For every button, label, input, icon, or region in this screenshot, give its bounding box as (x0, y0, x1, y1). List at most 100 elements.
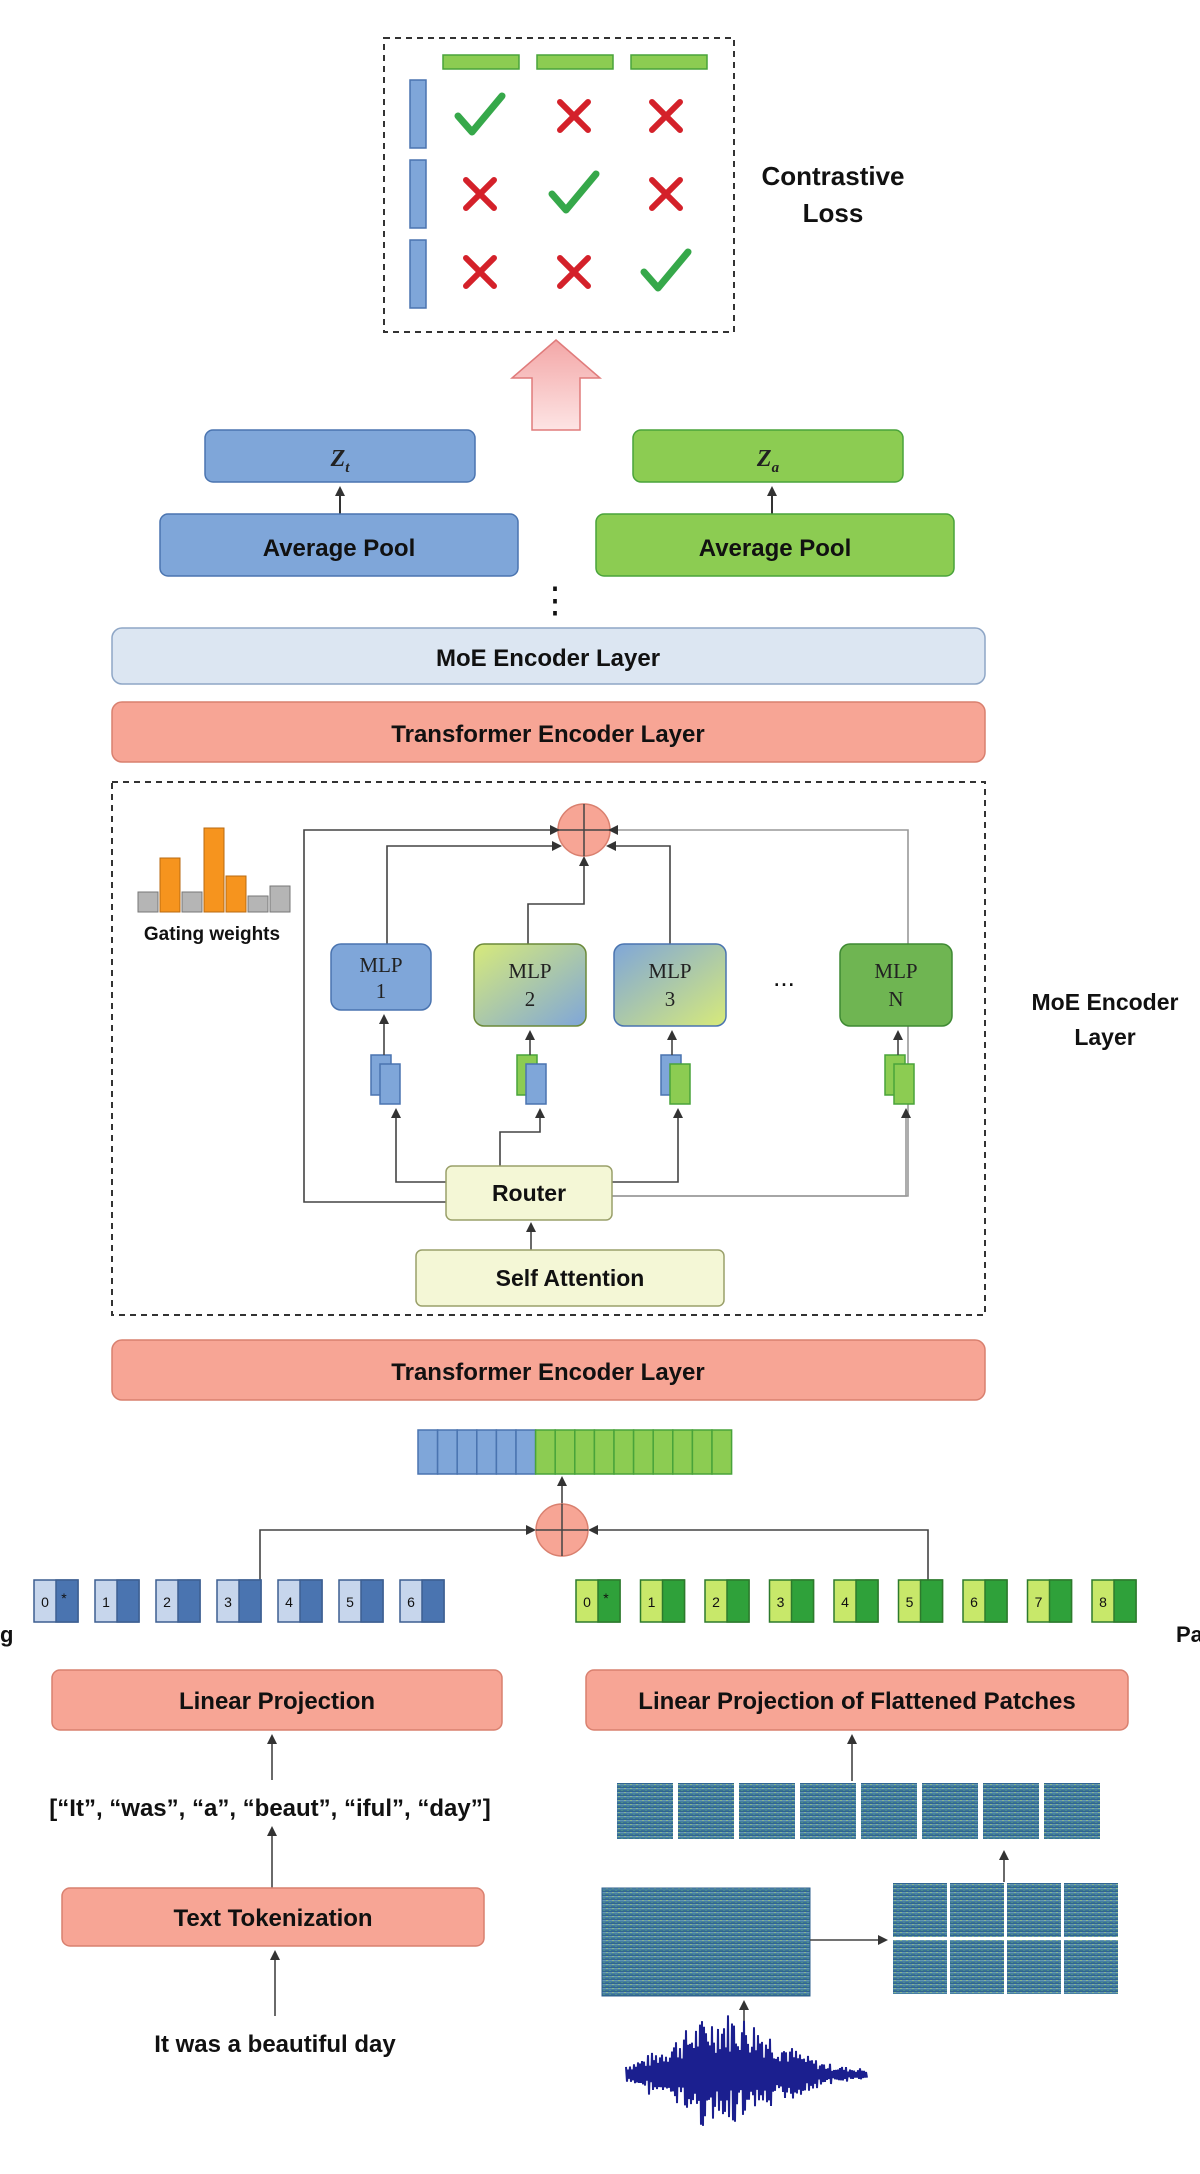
moe-encoder-layer-top (111, 627, 986, 685)
concatenated-token-sequence (417, 1429, 733, 1475)
expert-mlp-n (839, 943, 953, 1027)
audio-sequence-cell (652, 1429, 674, 1475)
audio-token-index: 7 (1035, 1594, 1043, 1610)
text-sequence-cell (515, 1429, 537, 1475)
text-embedding-label: Zt (330, 446, 351, 476)
text-input-sentence: It was a beautiful day (154, 2031, 396, 2058)
audio-sequence-cell (672, 1429, 694, 1475)
text-token: 5 (338, 1579, 384, 1623)
audio-sequence-cell (534, 1429, 556, 1475)
text-sequence-cell (436, 1429, 458, 1475)
audio-sequence-cell (574, 1429, 596, 1475)
audio-sequence-cell (593, 1429, 615, 1475)
flattened-patch (615, 1781, 675, 1841)
flattened-patch (920, 1781, 980, 1841)
audio-token: 7 (1026, 1579, 1073, 1623)
audio-token: 0* (575, 1579, 621, 1623)
audio-token: 3 (768, 1579, 815, 1623)
check-icon (454, 92, 506, 136)
text-token-index: 1 (102, 1594, 110, 1610)
text-token-index: 0 (41, 1594, 49, 1610)
expert-mlp-2 (473, 943, 587, 1027)
cross-icon (649, 177, 683, 211)
audio-embedding-bar-1 (442, 54, 520, 70)
cross-icon (557, 255, 591, 289)
expert-mlp-2-index: 2 (525, 987, 536, 1011)
moe-encoder-block (111, 781, 986, 1316)
expert-mlp-1 (330, 943, 432, 1011)
audio-token: 2 (704, 1579, 750, 1623)
flattened-patch (981, 1781, 1041, 1841)
expert-mlp-n-index: N (888, 987, 903, 1011)
expert-mlp-1-index: 1 (376, 979, 387, 1003)
expert-mlp-3-label: MLP (648, 959, 691, 983)
expert-mlp-3-index: 3 (665, 987, 676, 1011)
flattened-patch (1042, 1781, 1102, 1841)
text-token: 6 (399, 1579, 445, 1623)
audio-linear-projection-label: Linear Projection of Flattened Patches (638, 1688, 1075, 1715)
expert-token-pairs (370, 1054, 915, 1105)
text-token-index: 6 (407, 1594, 415, 1610)
audio-waveform-icon (625, 2015, 868, 2126)
audio-token-index: 8 (1099, 1594, 1107, 1610)
audio-cut-label: Pa (1176, 1622, 1200, 1647)
cross-icon (649, 99, 683, 133)
audio-token-index: 3 (777, 1594, 785, 1610)
text-token: 1 (94, 1579, 140, 1623)
audio-token-index: 6 (970, 1594, 978, 1610)
spectrogram-patch-grid (891, 1881, 1120, 1996)
flattened-patch (859, 1781, 919, 1841)
text-token-index: 4 (285, 1594, 293, 1610)
audio-sequence-cell (711, 1429, 733, 1475)
text-sequence-cell (456, 1429, 478, 1475)
flattened-patch (737, 1781, 797, 1841)
text-sequence-cell (417, 1429, 439, 1475)
spectrogram-patch (1062, 1938, 1120, 1996)
text-average-pool-label: Average Pool (263, 535, 416, 562)
audio-sequence-cell (691, 1429, 713, 1475)
text-tokenization (61, 1887, 485, 1947)
audio-embedding-bar-3 (630, 54, 708, 70)
moe-side-label-line2: Layer (1074, 1024, 1135, 1050)
router-label: Router (492, 1180, 566, 1206)
spectrogram-patch (948, 1881, 1006, 1939)
text-sequence-cell (495, 1429, 517, 1475)
spectrogram (601, 1887, 811, 1997)
moe-side-label-line1: MoE Encoder (1032, 989, 1179, 1015)
vertical-ellipsis: ⋮ (537, 579, 573, 620)
experts-ellipsis: ... (773, 962, 795, 992)
gating-weights-label: Gating weights (144, 924, 280, 945)
text-average-pool (159, 513, 519, 577)
text-tokenization-label: Text Tokenization (173, 1905, 372, 1932)
audio-token-index: 1 (648, 1594, 656, 1610)
text-embedding-bar-1 (409, 79, 427, 149)
audio-token-index: 5 (906, 1594, 914, 1610)
transformer-encoder-layer-top (111, 701, 986, 763)
text-tokens-list: [“It”, “was”, “a”, “beaut”, “iful”, “day… (49, 1795, 490, 1822)
text-linear-projection-label: Linear Projection (179, 1688, 375, 1715)
audio-average-pool (595, 513, 955, 577)
contrastive-loss-label-line1: Contrastive (761, 161, 904, 191)
self-attention-box (415, 1249, 725, 1307)
audio-sequence-cell (632, 1429, 654, 1475)
audio-embedding-label: Za (756, 446, 780, 476)
text-token: 3 (216, 1579, 262, 1623)
spectrogram-patch (1005, 1938, 1063, 1996)
text-embedding-bar-3 (409, 239, 427, 309)
text-token-index: 2 (163, 1594, 171, 1610)
audio-token-row: 0* 1 2 3 4 5 6 7 8 (575, 1579, 1137, 1623)
contrastive-loss-label-line2: Loss (803, 198, 864, 228)
audio-sequence-cell (554, 1429, 576, 1475)
text-embedding-box (204, 429, 476, 483)
spectrogram-patch (1062, 1881, 1120, 1939)
audio-token: 4 (833, 1579, 879, 1623)
text-token: 4 (277, 1579, 323, 1623)
transformer-encoder-layer-top-label: Transformer Encoder Layer (391, 721, 704, 748)
spectrogram-patch (1005, 1881, 1063, 1939)
text-cut-label: g (0, 1622, 13, 1647)
spectrogram-patch (948, 1938, 1006, 1996)
text-sequence-cell (476, 1429, 498, 1475)
self-attention-label: Self Attention (496, 1265, 645, 1291)
